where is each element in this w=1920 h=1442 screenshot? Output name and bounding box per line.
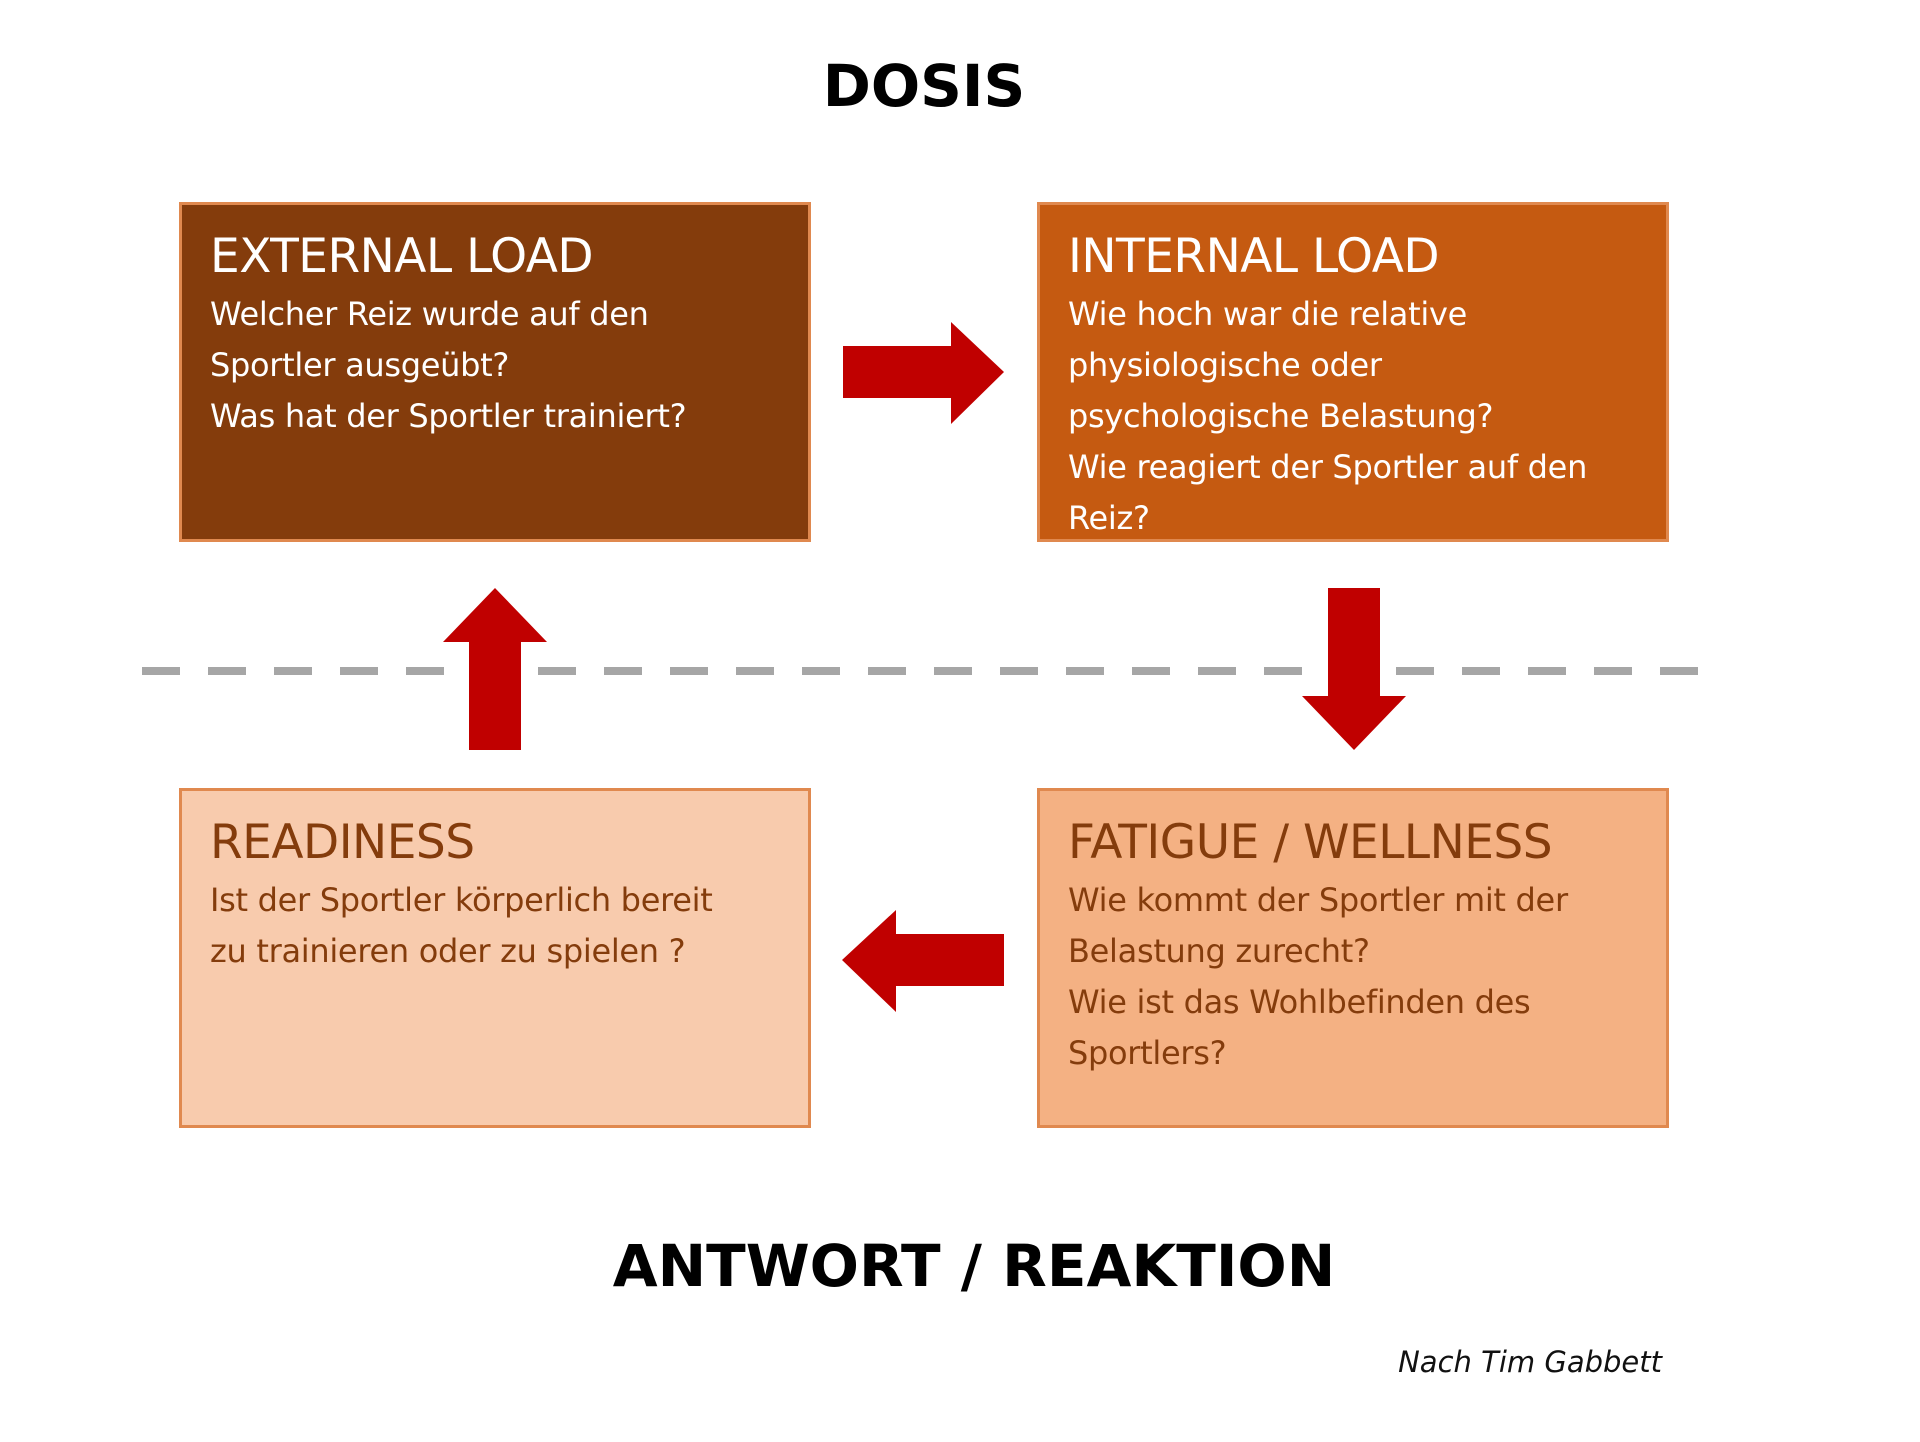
readiness-text: Ist der Sportler körperlich bereit zu tr… — [210, 875, 782, 977]
fatigue-wellness-line: Wie kommt der Sportler mit der — [1068, 881, 1568, 919]
source-credit: Nach Tim Gabbett — [1398, 1345, 1662, 1379]
external-load-line: Was hat der Sportler trainiert? — [210, 397, 687, 435]
internal-load-line: Wie reagiert der Sportler auf den — [1068, 448, 1588, 486]
arrow-up-icon — [443, 588, 547, 750]
internal-load-line: physiologische oder — [1068, 346, 1382, 384]
internal-load-line: Reiz? — [1068, 499, 1150, 537]
external-load-line: Welcher Reiz wurde auf den — [210, 295, 649, 333]
fatigue-wellness-line: Wie ist das Wohlbefinden des — [1068, 983, 1531, 1021]
external-load-line: Sportler ausgeübt? — [210, 346, 510, 384]
readiness-box: READINESS Ist der Sportler körperlich be… — [179, 788, 811, 1128]
fatigue-wellness-line: Sportlers? — [1068, 1034, 1227, 1072]
antwort-reaktion-heading: ANTWORT / REAKTION — [612, 1232, 1336, 1300]
dosis-heading: DOSIS — [822, 52, 1026, 120]
internal-load-box: INTERNAL LOAD Wie hoch war die relative … — [1037, 202, 1669, 542]
internal-load-line: psychologische Belastung? — [1068, 397, 1494, 435]
internal-load-title: INTERNAL LOAD — [1068, 229, 1440, 284]
readiness-line: zu trainieren oder zu spielen ? — [210, 932, 686, 970]
external-load-title: EXTERNAL LOAD — [210, 229, 594, 284]
external-load-text: Welcher Reiz wurde auf den Sportler ausg… — [210, 289, 782, 442]
fatigue-wellness-title: FATIGUE / WELLNESS — [1068, 815, 1553, 870]
external-load-box: EXTERNAL LOAD Welcher Reiz wurde auf den… — [179, 202, 811, 542]
arrow-left-icon — [842, 910, 1004, 1012]
fatigue-wellness-line: Belastung zurecht? — [1068, 932, 1370, 970]
fatigue-wellness-text: Wie kommt der Sportler mit der Belastung… — [1068, 875, 1640, 1079]
readiness-title: READINESS — [210, 815, 475, 870]
arrow-down-icon — [1302, 588, 1406, 750]
internal-load-text: Wie hoch war die relative physiologische… — [1068, 289, 1640, 539]
readiness-line: Ist der Sportler körperlich bereit — [210, 881, 713, 919]
internal-load-line: Wie hoch war die relative — [1068, 295, 1467, 333]
fatigue-wellness-box: FATIGUE / WELLNESS Wie kommt der Sportle… — [1037, 788, 1669, 1128]
arrow-right-icon — [843, 322, 1004, 424]
